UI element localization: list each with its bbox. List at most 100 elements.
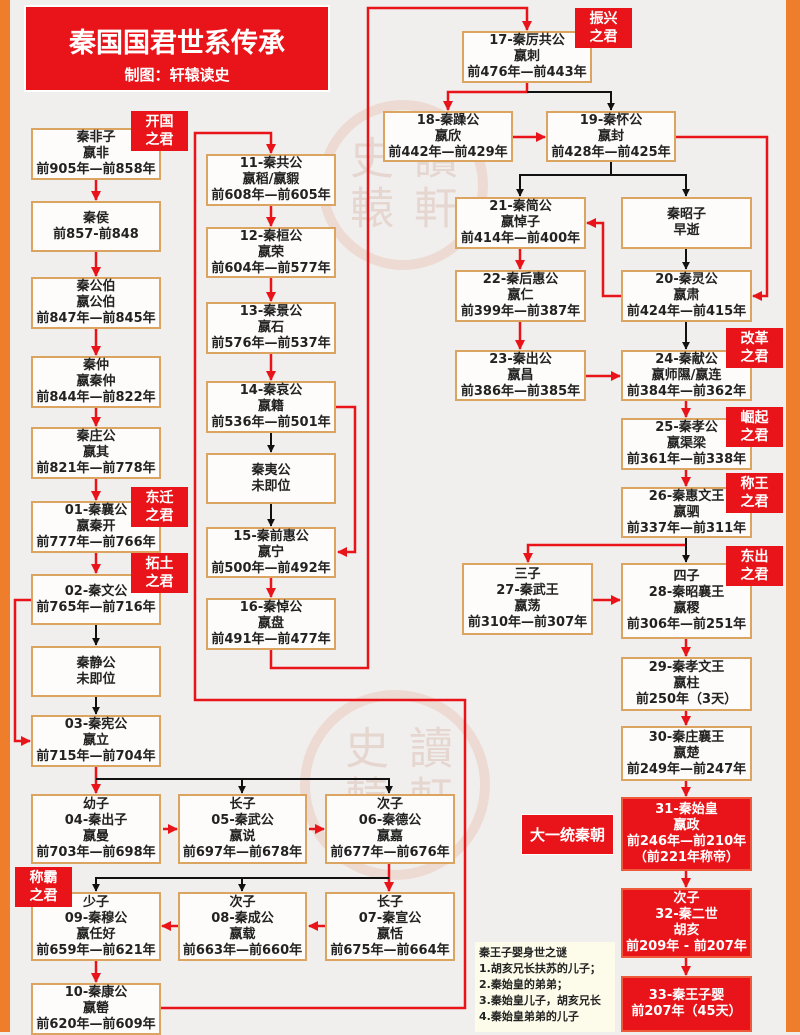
node-line: 胡亥: [673, 923, 700, 938]
node-line: 前428年—前425年: [551, 144, 671, 160]
node-line: 02-秦文公: [64, 583, 128, 599]
tag-line: 称霸: [29, 870, 58, 886]
node-line: 前847年—前845年: [36, 311, 156, 326]
tag-line: 之君: [145, 132, 174, 148]
node-line: 嬴封: [597, 128, 624, 144]
node-line: 前765年—前716年: [36, 599, 156, 615]
node-line: 未即位: [251, 478, 291, 494]
ruler-node-n03: 03-秦宪公嬴立前715年—前704年: [31, 715, 161, 767]
node-line: 前361年—前338年: [626, 452, 747, 467]
node-line: 前250年（3天）: [635, 692, 738, 707]
node-line: 前246年—前210年: [626, 834, 747, 849]
node-line: 14-秦哀公: [239, 383, 303, 398]
note-item: 4.秦始皇弟弟的儿子: [479, 1010, 579, 1023]
ruler-node-n31: 31-秦始皇嬴政前246年—前210年（前221年称帝）: [621, 797, 752, 871]
node-line: 26-秦惠文王: [648, 488, 725, 504]
node-line: 嬴悼子: [500, 215, 540, 230]
tag-gaige: 改革之君: [726, 328, 783, 368]
node-line: 嬴籍: [257, 399, 284, 414]
node-line: 秦昭子: [666, 207, 706, 222]
node-line: 19-秦怀公: [579, 112, 643, 128]
node-line: 嬴宁: [257, 544, 284, 560]
node-line: 10-秦康公: [64, 985, 128, 1000]
node-line: 03-秦宪公: [64, 717, 128, 732]
node-line: 18-秦躁公: [416, 112, 480, 128]
node-line: 次子: [376, 797, 403, 812]
ruler-node-n14: 14-秦哀公嬴籍前536年—前501年: [206, 381, 336, 433]
ruler-node-n22: 22-秦后惠公嬴仁前399年—前387年: [455, 270, 586, 322]
note-title: 秦王子婴身世之谜: [479, 946, 567, 959]
tag-tuotu: 拓土之君: [131, 553, 188, 593]
ruler-node-n23: 23-秦出公嬴昌前386年—前385年: [455, 350, 586, 401]
ruler-node-n16: 16-秦悼公嬴盘前491年—前477年: [206, 598, 336, 650]
node-line: 嬴非: [82, 146, 109, 161]
ruler-node-n30: 30-秦庄襄王嬴楚前249年—前247年: [621, 726, 752, 781]
tag-line: 振兴: [589, 11, 618, 27]
node-line: 前500年—前492年: [211, 560, 331, 576]
tag-line: 称王: [740, 476, 769, 492]
node-line: 前414年—前400年: [460, 231, 581, 246]
node-line: 06-秦德公: [358, 813, 422, 828]
node-line: 前715年—前704年: [36, 749, 156, 764]
node-line: 早逝: [673, 223, 700, 238]
node-line: 前777年—前766年: [36, 535, 156, 550]
node-line: 前659年—前621年: [36, 942, 156, 958]
node-line: 嬴秦仲: [76, 374, 116, 389]
node-line: 嬴肃: [673, 288, 700, 303]
tag-line: 东出: [740, 549, 769, 565]
node-line: 嬴载: [229, 926, 256, 942]
node-line: 少子: [82, 894, 109, 910]
node-line: 未即位: [76, 671, 116, 687]
node-line: 前703年—前698年: [36, 845, 156, 860]
node-line: 前844年—前822年: [36, 390, 156, 405]
tag-line: 东迁: [145, 490, 174, 506]
ruler-node-n10: 10-秦康公嬴罃前620年—前609年: [31, 983, 161, 1035]
node-line: 秦仲: [82, 358, 109, 373]
node-line: 次子: [229, 894, 256, 910]
title-sub: 制图：轩辕读史: [124, 66, 230, 84]
node-line: 前604年—前577年: [211, 260, 331, 276]
note-item: 2.秦始皇的弟弟；: [479, 978, 568, 991]
node-line: 嬴欣: [434, 128, 461, 144]
tag-line: 崛起: [740, 410, 769, 426]
tag-line: 之君: [740, 428, 769, 444]
node-line: 25-秦孝公: [655, 420, 718, 435]
node-line: 嬴政: [673, 818, 700, 833]
node-line: 嬴嘉: [376, 829, 403, 844]
node-line: 33-秦王子婴: [648, 988, 725, 1003]
node-line: 嬴驷: [673, 504, 700, 520]
node-line: 29-秦孝文王: [648, 660, 725, 675]
ruler-node-yi: 秦夷公未即位: [206, 453, 336, 504]
node-line: 前608年—前605年: [211, 188, 331, 203]
node-line: 24-秦献公: [655, 351, 718, 367]
tag-line: 之君: [589, 29, 618, 45]
node-line: 11-秦共公: [239, 156, 303, 171]
node-line: 秦庄公: [76, 429, 116, 444]
tag-line: 之君: [145, 508, 174, 524]
node-line: 嬴渠梁: [666, 436, 706, 451]
ruler-node-zhuang: 秦庄公嬴其前821年—前778年: [31, 427, 161, 479]
node-line: 前857-前848: [53, 226, 139, 242]
node-line: 前386年—前385年: [460, 383, 581, 399]
tag-line: 之君: [740, 567, 769, 583]
node-line: 23-秦出公: [489, 351, 552, 367]
node-line: 15-秦前惠公: [233, 528, 309, 544]
node-line: 秦夷公: [251, 462, 291, 478]
ruler-node-hou: 秦侯前857-前848: [31, 201, 161, 252]
node-line: 嬴楚: [673, 745, 700, 761]
node-line: 嬴秦开: [76, 519, 116, 534]
ruler-node-n12: 12-秦桓公嬴荣前604年—前577年: [206, 227, 336, 278]
node-line: 前476年—前443年: [467, 65, 587, 80]
right-border: [786, 0, 800, 1032]
tag-line: 改革: [740, 331, 769, 347]
node-line: 前249年—前247年: [626, 761, 747, 777]
node-line: 05-秦武公: [211, 813, 274, 828]
node-line: 三子: [514, 567, 541, 582]
qin-dynasty-banner: 大一统秦朝: [521, 814, 614, 855]
node-line: 嬴师隰/嬴连: [651, 367, 722, 383]
node-line: 嬴刺: [513, 49, 540, 64]
node-line: 前442年—前429年: [388, 144, 508, 160]
node-line: 嬴公伯: [76, 295, 116, 310]
